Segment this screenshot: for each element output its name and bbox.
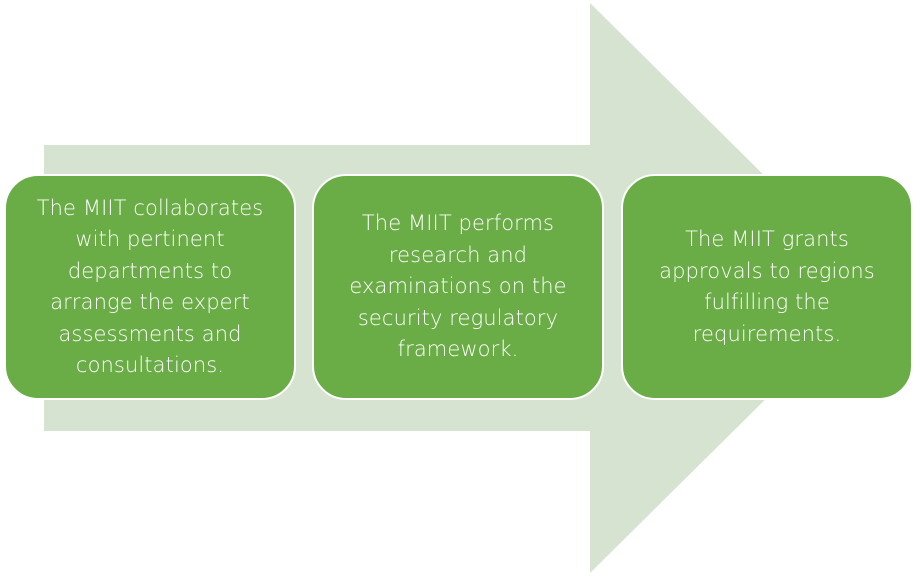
step-2-text: The MIIT performs research and examinati… [349, 211, 567, 362]
step-box-2: The MIIT performs research and examinati… [312, 174, 604, 400]
step-3-text: The MIIT grants approvals to regions ful… [659, 227, 875, 346]
step-1-text: The MIIT collaborates with pertinent dep… [36, 195, 264, 378]
step-box-3: The MIIT grants approvals to regions ful… [621, 174, 913, 400]
step-box-1: The MIIT collaborates with pertinent dep… [4, 174, 296, 400]
